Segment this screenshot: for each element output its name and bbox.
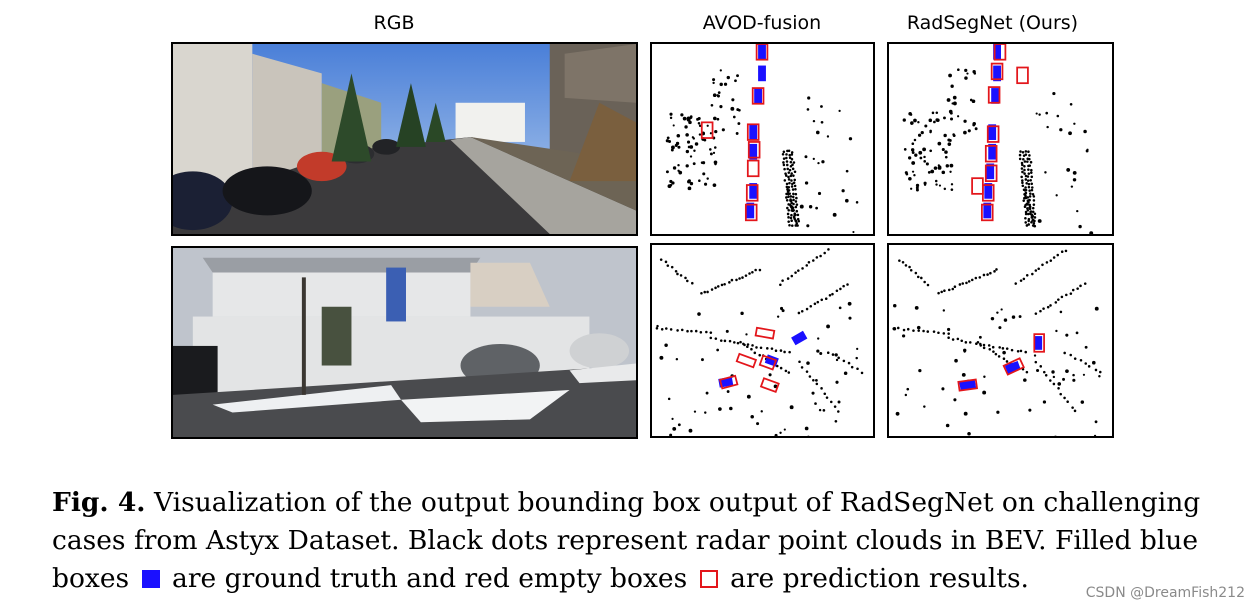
figure-label: Fig. 4. [52,487,146,518]
ground-truth-swatch-icon [141,570,160,588]
rgb-image-street [171,42,638,236]
bev-radsegnet-row2 [887,243,1114,438]
prediction-swatch-icon [699,570,718,588]
bev-avod-fusion-row2 [650,243,875,438]
figure-caption: Fig. 4. Visualization of the output boun… [52,484,1242,598]
caption-text-part1: Visualization of the output bounding box… [52,487,1201,594]
caption-text-part2: are ground truth and red empty boxes [172,563,688,594]
bev-radsegnet-row1 [887,42,1114,236]
column-header-radsegnet: RadSegNet (Ours) [906,12,1079,34]
column-header-avod-fusion: AVOD-fusion [702,12,822,34]
rgb-image-building [171,246,638,439]
caption-text-part3: are prediction results. [730,563,1029,594]
bev-avod-fusion-row1 [650,42,875,236]
watermark: CSDN @DreamFish212 [1085,585,1245,601]
column-header-rgb: RGB [373,12,415,34]
